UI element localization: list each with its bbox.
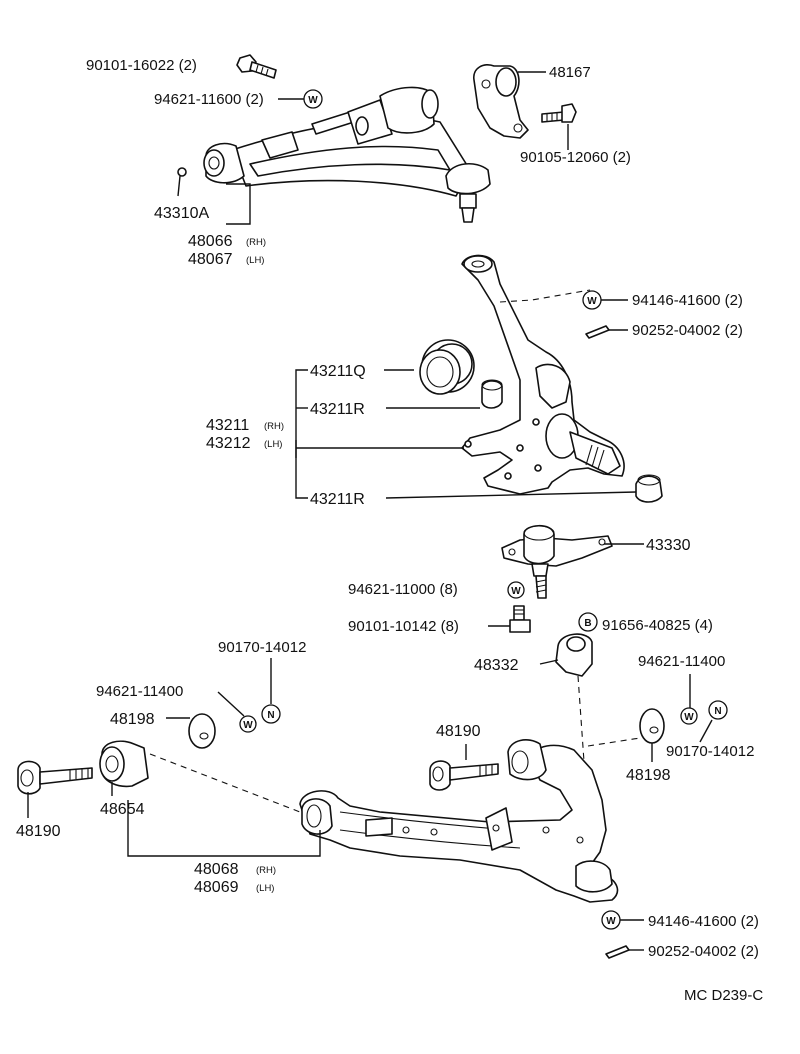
callout-lower-arm-rh: 48068 xyxy=(194,861,239,878)
bracket-knuckle xyxy=(295,369,308,458)
bushing-43211R-lower xyxy=(635,474,663,503)
callout-cam-right: 48198 xyxy=(626,767,671,784)
callout-bracket-bolt: 90105-12060 (2) xyxy=(520,149,631,166)
callout-bushing-lower: 43211R xyxy=(310,491,365,508)
leader-nut-right xyxy=(699,719,713,743)
cam-plate-48198-right xyxy=(639,708,665,744)
washer-right-w-symbol: W xyxy=(680,707,698,725)
callout-knuckle-lh-side: (LH) xyxy=(264,439,282,450)
callout-bushing: 48654 xyxy=(100,801,145,818)
stopper-48332 xyxy=(555,633,593,677)
callout-upper-arm-lh-side: (LH) xyxy=(246,255,264,266)
callout-grease-fitting: 43310A xyxy=(154,205,209,222)
callout-bj-nut: 91656-40825 (4) xyxy=(602,617,713,634)
callout-bolt-left: 48190 xyxy=(16,823,61,840)
nut-right-n-symbol: N xyxy=(708,700,728,720)
knuckle-cotter-pin xyxy=(585,325,628,339)
callout-lower-arm-rh-side: (RH) xyxy=(256,865,276,876)
callout-upper-bolt: 90101-16022 (2) xyxy=(86,57,197,74)
lower-washer-w-symbol: W xyxy=(601,910,644,930)
callout-cam-left: 48198 xyxy=(110,711,155,728)
bracket-48167 xyxy=(473,64,529,139)
lower-cotter-pin xyxy=(605,945,644,959)
callout-nut-left: 90170-14012 xyxy=(218,639,306,656)
bj-bolt-90101-10142 xyxy=(509,605,531,633)
callout-bushing-upper: 43211R xyxy=(310,401,365,418)
callout-upper-arm-rh-side: (RH) xyxy=(246,237,266,248)
figure-code: MC D239-C xyxy=(684,987,763,1004)
svg-text:W: W xyxy=(308,95,318,106)
dash-knuckle-washer xyxy=(499,289,591,303)
callout-bracket: 48167 xyxy=(549,64,591,81)
svg-text:W: W xyxy=(587,296,597,307)
callout-lower-arm-lh: 48069 xyxy=(194,879,239,896)
callout-ball-joint: 43330 xyxy=(646,537,691,554)
steering-knuckle xyxy=(461,254,625,495)
upper-bolt-90101-16022 xyxy=(236,54,277,79)
leader-upper-arm xyxy=(226,183,251,225)
bushing-43211R-upper xyxy=(481,379,503,409)
callout-lower-pin: 90252-04002 (2) xyxy=(648,943,759,960)
leader-washer-left xyxy=(217,691,245,717)
lower-arm-48068 xyxy=(299,739,619,903)
callout-knuckle-lh: 43212 xyxy=(206,435,251,452)
bolt-48190-left xyxy=(17,760,93,795)
bracket-bolt-90105-12060 xyxy=(541,103,577,123)
bracket-knuckle-low xyxy=(295,440,308,499)
dash-cam-right xyxy=(587,737,641,747)
svg-text:W: W xyxy=(511,586,521,597)
callout-bj-washer: 94621-11000 (8) xyxy=(348,581,458,598)
callout-knuckle-washer: 94146-41600 (2) xyxy=(632,292,743,309)
callout-stopper: 48332 xyxy=(474,657,519,674)
dash-bushing-arm xyxy=(149,753,301,813)
svg-text:W: W xyxy=(243,720,253,731)
svg-text:B: B xyxy=(584,618,591,629)
callout-upper-washer: 94621-11600 (2) xyxy=(154,91,264,108)
callout-washer-right: 94621-11400 xyxy=(638,653,725,670)
callout-bolt-center: 48190 xyxy=(436,723,481,740)
callout-seal: 43211Q xyxy=(310,363,366,380)
ball-joint-43330 xyxy=(501,524,613,599)
callout-lower-arm-lh-side: (LH) xyxy=(256,883,274,894)
callout-knuckle-pin: 90252-04002 (2) xyxy=(632,322,743,339)
seal-43211Q xyxy=(419,339,475,395)
svg-text:N: N xyxy=(714,706,721,717)
cam-plate-48198-left xyxy=(188,713,216,749)
bushing-48654 xyxy=(99,740,149,788)
svg-text:N: N xyxy=(267,710,274,721)
leader-bushing-lower xyxy=(385,491,637,499)
bj-nut-b-symbol: B xyxy=(578,612,598,632)
bolt-48190-center xyxy=(429,760,499,791)
callout-lower-washer: 94146-41600 (2) xyxy=(648,913,759,930)
grease-fitting-43310A xyxy=(177,167,187,197)
upper-arm-48066 xyxy=(203,86,491,223)
washer-left-w-symbol: W xyxy=(239,715,257,733)
svg-text:W: W xyxy=(606,916,616,927)
svg-text:W: W xyxy=(684,712,694,723)
callout-nut-right: 90170-14012 xyxy=(666,743,754,760)
callout-upper-arm-lh: 48067 xyxy=(188,251,233,268)
dash-stopper xyxy=(577,675,587,791)
bracket-lower-arm xyxy=(127,800,321,857)
bj-washer-w-symbol: W xyxy=(507,581,525,599)
callout-knuckle-rh-side: (RH) xyxy=(264,421,284,432)
leader-stopper xyxy=(539,659,559,665)
callout-knuckle-rh: 43211 xyxy=(206,417,249,434)
knuckle-washer-w-symbol: W xyxy=(582,290,628,310)
callout-upper-arm-rh: 48066 xyxy=(188,233,233,250)
nut-left-n-symbol: N xyxy=(261,704,281,724)
callout-washer-left: 94621-11400 xyxy=(96,683,183,700)
callout-bj-bolt: 90101-10142 (8) xyxy=(348,618,459,635)
upper-washer-w-symbol: W xyxy=(278,89,323,109)
